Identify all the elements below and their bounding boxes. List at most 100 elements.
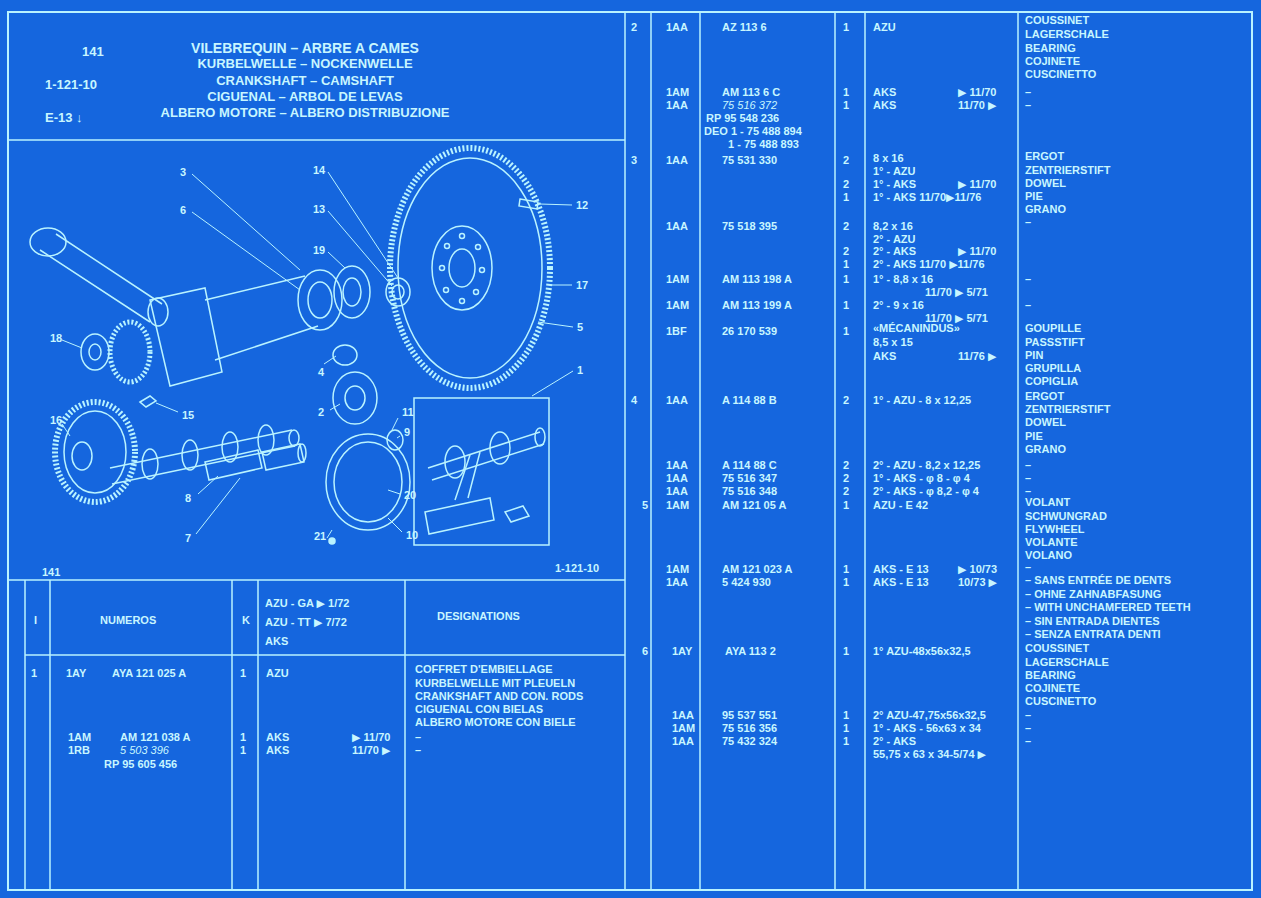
leader-lines-part [327, 530, 332, 538]
table-cell: – SENZA ENTRATA DENTI [1025, 627, 1161, 641]
table-cell: AKS [266, 743, 289, 757]
table-cell: AZU - E 42 [873, 498, 928, 512]
table-cell: «MÉCANINDUS» [873, 321, 960, 335]
table-cell: COPIGLIA [1025, 374, 1078, 388]
header-panel: VILEBREQUIN – ARBRE A CAMES1411-121-10E-… [9, 13, 624, 139]
crankshaft-drawing-part [308, 282, 332, 318]
table-cell: 2 [843, 219, 849, 233]
table-cell: CUSCINETTO [1025, 694, 1096, 708]
table-cell: 8,5 x 15 [873, 335, 913, 349]
table-cell: – [415, 743, 421, 757]
panel-text: 1-121-10 [45, 78, 97, 92]
table-cell: 1AA [666, 575, 688, 589]
flywheel-drawing-part [480, 268, 485, 273]
inset-drawing-part [505, 506, 529, 522]
table-cell: – [1025, 734, 1031, 748]
leader-lines-part [324, 356, 336, 364]
table-cell: 11/76 ▶ [958, 349, 996, 363]
pin-and-ring-drawing [205, 345, 410, 544]
inset-drawing-part [425, 498, 494, 534]
table-cell: 1AM [666, 298, 689, 312]
table-cell: BEARING [1025, 41, 1076, 55]
table-cell: 1 [240, 743, 246, 757]
table-cell: ▶ 10/73 [958, 562, 997, 576]
table-cell: 1 [240, 730, 246, 744]
callout-number: 13 [313, 202, 325, 216]
crankshaft-drawing-part [150, 288, 222, 386]
table-cell: 75 516 348 [722, 484, 777, 498]
table-cell: 2 [843, 458, 849, 472]
table-cell: LAGERSCHALE [1025, 27, 1109, 41]
table-cell: DESIGNATIONS [437, 609, 520, 623]
table-cell: 1AY [66, 666, 86, 680]
panel-text: 141 [82, 45, 104, 59]
table-cell: AM 121 023 A [722, 562, 793, 576]
table-cell: ▶ 11/70 [352, 730, 390, 744]
callout-number: 15 [182, 408, 194, 422]
table-cell: 1AM [672, 721, 695, 735]
table-cell: 8 x 16 [873, 151, 904, 165]
table-cell: 1 [843, 498, 849, 512]
table-cell: BEARING [1025, 668, 1076, 682]
table-cell: GOUPILLE [1025, 321, 1081, 335]
table-cell: 1AM [68, 730, 91, 744]
camshaft-drawing-part [110, 430, 295, 484]
table-cell: – [1025, 98, 1031, 112]
table-cell: ZENTRIERSTIFT [1025, 163, 1111, 177]
callout-number: 8 [185, 491, 191, 505]
table-rules-part [231, 580, 233, 890]
table-cell: 2° - AKS - φ 8,2 - φ 4 [873, 484, 979, 498]
callout-number: 5 [577, 320, 583, 334]
camshaft-drawing-part [142, 449, 158, 479]
flywheel-drawing-part [432, 226, 492, 310]
table-rules-part [404, 580, 406, 890]
callout-number: 20 [404, 488, 416, 502]
table-rules-part [25, 654, 625, 656]
leader-lines-part [388, 518, 402, 532]
table-cell: 10/73 ▶ [958, 575, 997, 589]
flywheel-drawing-part [449, 249, 475, 287]
table-cell: KURBELWELLE MIT PLEUELN [415, 676, 575, 690]
table-cell: RP 95 548 236 [706, 111, 779, 125]
table-cell: 11/70 ▶ 5/71 [925, 285, 988, 299]
table-cell: 1AM [666, 498, 689, 512]
crankshaft-drawing-part [89, 344, 101, 360]
flywheel-drawing-part [444, 288, 449, 293]
table-cell: AM 113 6 C [722, 85, 780, 99]
table-cell: AZ 113 6 [722, 20, 767, 34]
crankshaft-drawing-part [334, 266, 370, 318]
table-cell: – [1025, 721, 1031, 735]
table-cell: ▶ 11/70 [958, 244, 996, 258]
table-cell: 1AA [666, 219, 688, 233]
table-cell: – [1025, 272, 1031, 286]
flywheel-drawing-part [476, 245, 481, 250]
pin-and-ring-drawing-part [345, 386, 365, 410]
table-cell: 1 [843, 562, 849, 576]
table-cell: 2° AZU-47,75x56x32,5 [873, 708, 986, 722]
table-rules-part [24, 580, 26, 890]
table-cell: 2° - AZU - 8,2 x 12,25 [873, 458, 980, 472]
table-cell: 1° AZU-48x56x32,5 [873, 644, 971, 658]
table-cell: 1 [843, 324, 849, 338]
table-cell: 1BF [666, 324, 687, 338]
table-cell: PASSSTIFT [1025, 335, 1085, 349]
inset-drawing-part [455, 452, 480, 500]
pin-and-ring-drawing-part [205, 450, 262, 480]
table-cell: – [1025, 85, 1031, 99]
table-cell: DOWEL [1025, 415, 1066, 429]
table-cell: A 114 88 C [722, 458, 777, 472]
table-rules-part [624, 12, 626, 890]
callout-number: 14 [313, 163, 325, 177]
table-cell: I [34, 613, 37, 627]
table-cell: 1° - 8,8 x 16 [873, 272, 933, 286]
table-rules-part [1017, 12, 1019, 890]
table-rules-part [8, 12, 1252, 890]
table-cell: PIE [1025, 189, 1043, 203]
flywheel-drawing-part [445, 244, 450, 249]
crankshaft-drawing-part [40, 234, 162, 322]
inset-drawing-part [445, 446, 465, 478]
leader-lines-part [198, 476, 218, 494]
table-cell: 1RB [68, 743, 90, 757]
table-cell: 1 [843, 644, 849, 658]
table-rules-part [834, 12, 836, 890]
